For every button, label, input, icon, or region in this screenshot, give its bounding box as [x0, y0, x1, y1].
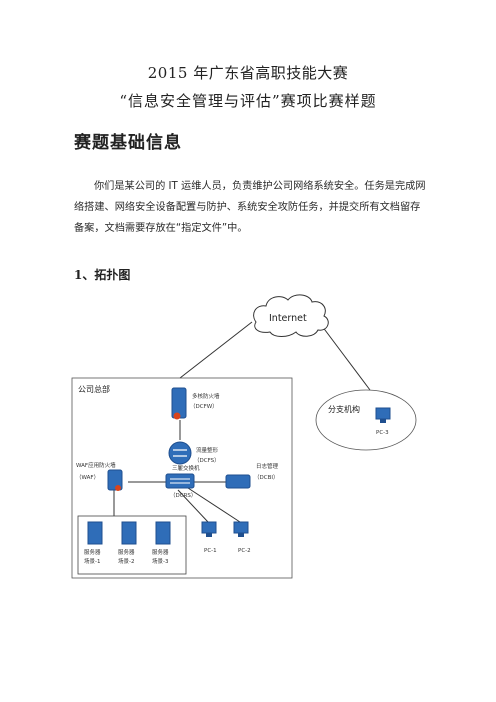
server-2-line2: 场景-2	[118, 557, 134, 565]
pc-stand-icon	[238, 533, 244, 537]
shaper-arrows-icon	[173, 449, 187, 457]
server-group-box	[77, 515, 187, 575]
firewall-flame-icon	[173, 412, 181, 420]
server-1: 服务器 场景-1	[84, 521, 103, 565]
link-internet-branch	[321, 325, 371, 391]
pc-3: PC-3	[375, 407, 391, 436]
internet-cloud: Internet	[253, 294, 329, 337]
link-switch-pc2	[187, 487, 241, 523]
pc-monitor-icon	[233, 521, 249, 534]
firewall-device: 多核防火墙 （DCFW）	[171, 387, 220, 420]
waf-name: WAF应用防火墙	[76, 461, 116, 469]
switch-icon	[165, 473, 195, 489]
branch-label: 分支机构	[328, 404, 360, 414]
document-title-line-1: 2015 年广东省高职技能大赛	[147, 64, 349, 82]
shaper-name: 流量整形	[196, 446, 219, 454]
firewall-code: （DCFW）	[190, 403, 218, 410]
server-3-line2: 场景-3	[152, 557, 169, 565]
pc-1: PC-1	[201, 521, 217, 554]
internet-label: Internet	[269, 313, 307, 324]
server-1-line2: 场景-1	[84, 557, 100, 565]
server-icon	[155, 521, 171, 545]
link-switch-pc1	[177, 489, 209, 523]
pc-stand-icon	[206, 533, 212, 537]
switch-code: （DCRS）	[170, 492, 196, 499]
topology-subheading: 1、拓扑图	[74, 268, 131, 282]
server-3: 服务器 场景-3	[152, 521, 171, 565]
shaper-device: 流量整形 （DCFS）	[168, 441, 220, 465]
hq-boundary	[71, 377, 293, 579]
shaper-icon	[168, 441, 192, 465]
topology-links	[113, 321, 371, 523]
shaper-code: （DCFS）	[194, 457, 220, 464]
server-2-line1: 服务器	[118, 548, 135, 556]
pc-1-label: PC-1	[204, 548, 217, 554]
switch-arrows-icon	[170, 478, 190, 484]
link-internet-firewall	[179, 321, 253, 379]
hq-label: 公司总部	[78, 384, 110, 394]
waf-device: WAF应用防火墙 （WAF）	[76, 461, 123, 491]
log-audit-name: 日志管理	[256, 462, 279, 470]
server-2: 服务器 场景-2	[118, 521, 137, 565]
log-audit-icon	[225, 474, 251, 489]
server-1-line1: 服务器	[84, 548, 101, 556]
log-audit-device: 日志管理 （DCBI）	[225, 462, 279, 489]
pc-2-label: PC-2	[238, 548, 251, 554]
document-title-line-2: “信息安全管理与评估”赛项比赛样题	[119, 92, 377, 110]
pc-2: PC-2	[233, 521, 251, 554]
pc-3-label: PC-3	[376, 430, 389, 436]
waf-icon	[107, 469, 123, 491]
pc-stand-icon	[380, 419, 386, 423]
server-3-line1: 服务器	[152, 548, 169, 556]
firewall-name: 多核防火墙	[192, 392, 220, 400]
switch-name: 三层交换机	[172, 464, 200, 472]
network-topology-diagram: Internet 公司总部 分支机构 多核防火墙 （DCFW） 流量整形 （DC…	[71, 294, 417, 579]
server-icon	[87, 521, 103, 545]
intro-paragraph: 你们是某公司的 IT 运维人员，负责维护公司网络系统安全。任务是完成网络搭建、网…	[74, 181, 426, 234]
pc-monitor-icon	[201, 521, 217, 534]
pc-monitor-icon	[375, 407, 391, 420]
waf-flame-icon	[115, 485, 121, 491]
waf-code: （WAF）	[76, 474, 99, 481]
branch-boundary	[315, 389, 417, 451]
section-heading: 赛题基础信息	[74, 133, 182, 153]
log-audit-code: （DCBI）	[254, 474, 278, 481]
core-switch-device: 三层交换机 （DCRS）	[165, 464, 200, 499]
server-icon	[121, 521, 137, 545]
